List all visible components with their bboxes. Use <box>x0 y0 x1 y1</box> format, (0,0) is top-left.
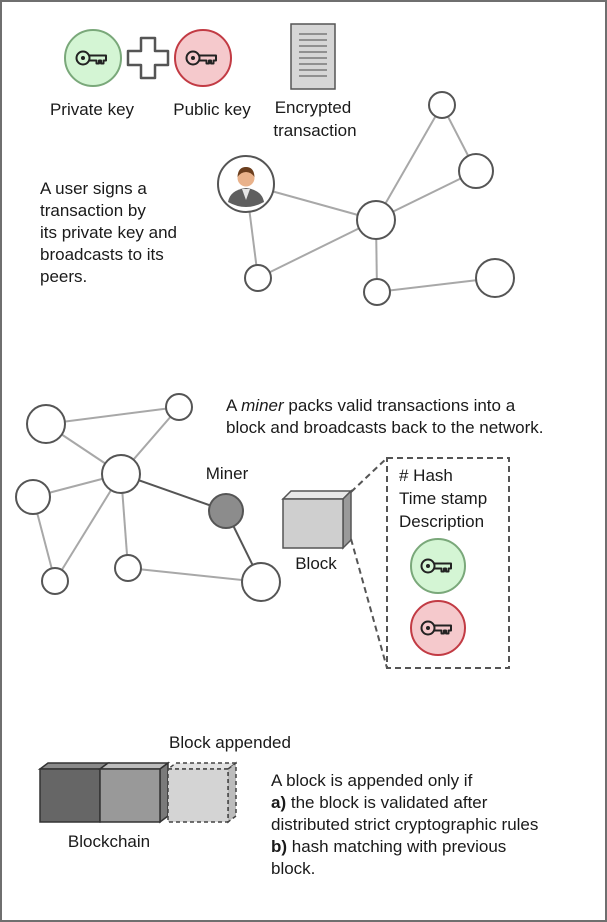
public-key-icon <box>174 29 232 87</box>
section1-text-line: peers. <box>40 267 87 286</box>
block-cube-icon <box>281 489 353 550</box>
miner-label: Miner <box>206 464 249 483</box>
peer-node <box>101 454 141 494</box>
peer-node <box>428 91 456 119</box>
peer-node <box>475 258 515 298</box>
user-avatar-icon <box>217 155 275 213</box>
peer-node <box>15 479 51 515</box>
blockchain-chain <box>37 761 239 824</box>
peer-node <box>244 264 272 292</box>
rule-a-line1: a) the block is validated after <box>271 793 488 812</box>
peer-node <box>458 153 494 189</box>
chain-block-2 <box>99 768 161 823</box>
peer-node <box>114 554 142 582</box>
block-private-key-icon <box>410 538 466 594</box>
block-field-timestamp: Time stamp <box>399 489 487 508</box>
private-key-label: Private key <box>50 100 135 119</box>
section1-text-line: broadcasts to its <box>40 245 164 264</box>
peer-node <box>41 567 69 595</box>
public-key-label: Public key <box>173 100 251 119</box>
section2-text-line2: block and broadcasts back to the network… <box>226 418 544 437</box>
blockchain-label: Blockchain <box>68 832 150 851</box>
appended-block <box>165 761 239 824</box>
private-key-icon <box>64 29 122 87</box>
plus-icon <box>126 36 170 80</box>
document-icon <box>290 23 336 90</box>
section1-text-line: its private key and <box>40 223 177 242</box>
chain-block-1 <box>37 762 111 770</box>
peer-node <box>241 562 281 602</box>
peer-node <box>26 404 66 444</box>
encrypted-label-line2: transaction <box>273 121 356 140</box>
rule-intro: A block is appended only if <box>271 771 473 790</box>
chain-block-1 <box>39 768 101 823</box>
block-public-key-icon <box>410 600 466 656</box>
network2-nodes <box>15 393 281 602</box>
block-label: Block <box>295 554 337 573</box>
section2-text-line1: A miner packs valid transactions into a <box>226 396 516 415</box>
block-detail-callout <box>350 457 510 669</box>
section1-text-line: A user signs a <box>40 179 147 198</box>
encrypted-label-line1: Encrypted <box>275 98 352 117</box>
rule-b-line1: b) hash matching with previous <box>271 837 506 856</box>
chain-block-2 <box>97 762 171 770</box>
peer-node <box>356 200 396 240</box>
chain-block-2 <box>159 761 169 824</box>
peer-node <box>363 278 391 306</box>
rule-a-line2: distributed strict cryptographic rules <box>271 815 538 834</box>
miner-node <box>208 493 244 529</box>
block-field-hash: # Hash <box>399 466 453 485</box>
block-field-description: Description <box>399 512 484 531</box>
peer-node <box>165 393 193 421</box>
block-appended-label: Block appended <box>169 733 291 752</box>
rule-b-line2: block. <box>271 859 315 878</box>
network1-nodes <box>244 91 515 306</box>
section1-text-line: transaction by <box>40 201 146 220</box>
